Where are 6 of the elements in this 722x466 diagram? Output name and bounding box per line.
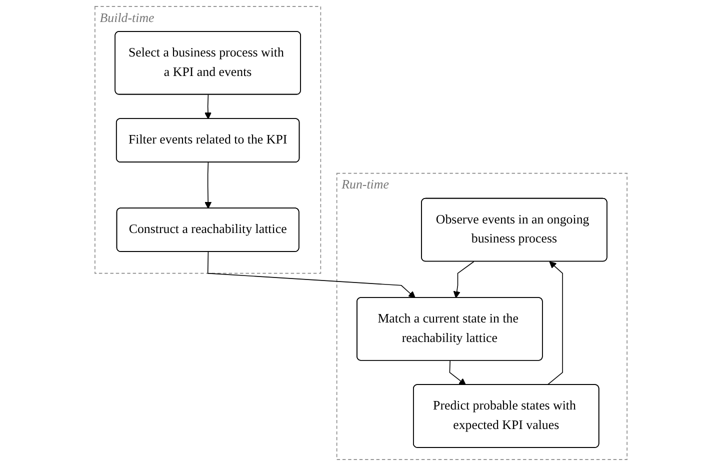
arrow [204, 162, 212, 209]
arrow [207, 252, 416, 298]
arrow [546, 261, 563, 386]
arrow [453, 261, 474, 298]
arrow [204, 94, 212, 120]
arrow [449, 360, 466, 386]
